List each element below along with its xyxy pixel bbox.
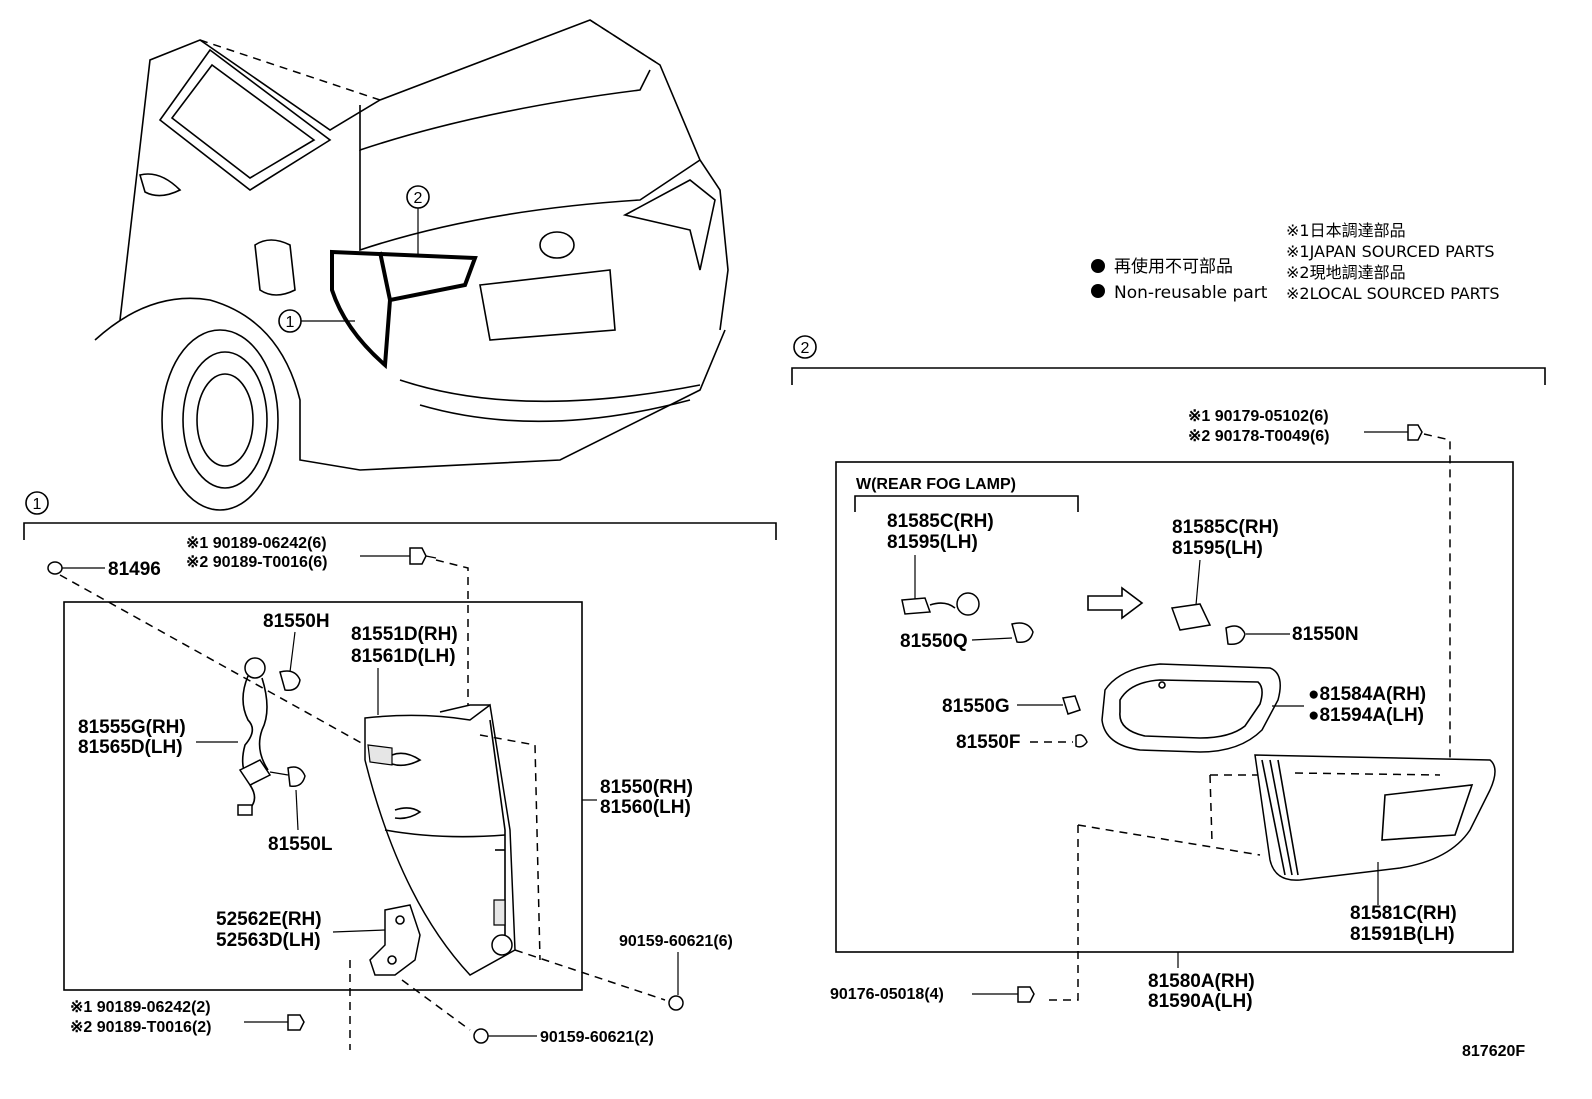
label-s1-top-screw-1: ※1 90189-06242(6) xyxy=(186,535,327,552)
callout-1-section-label: 1 xyxy=(33,496,42,513)
section-1-box xyxy=(63,601,583,991)
label-s1-top-screw-2: ※2 90189-T0016(6) xyxy=(186,554,328,571)
label-fog-title: W(REAR FOG LAMP) xyxy=(856,476,1016,493)
vehicle-illustration xyxy=(94,19,729,511)
figure-code: 817620F xyxy=(1462,1043,1525,1060)
label-81550F: 81550F xyxy=(956,732,1020,753)
label-90176: 90176-05018(4) xyxy=(830,986,944,1003)
callout-1-vehicle-label: 1 xyxy=(286,314,295,331)
arrow-icon xyxy=(1087,586,1144,620)
rear-combination-lamp xyxy=(364,703,516,976)
fog-socket-harness xyxy=(901,592,1034,644)
bulb-icon xyxy=(1075,734,1088,748)
fog-bracket xyxy=(854,495,1079,512)
label-81550RH: 81550(RH) xyxy=(600,777,693,798)
label-fog-81585C: 81585C(RH) xyxy=(887,511,994,532)
label-81555G: 81555G(RH) xyxy=(78,717,186,738)
label-s2-top-screw-1: ※1 90179-05102(6) xyxy=(1188,408,1329,425)
screw-icon xyxy=(1017,986,1035,1003)
label-81496: 81496 xyxy=(108,559,161,580)
label-81551D: 81551D(RH) xyxy=(351,624,458,645)
non-reusable-bullet-icon xyxy=(1091,284,1105,298)
label-81550L: 81550L xyxy=(268,834,333,855)
label-81561D: 81561D(LH) xyxy=(351,646,456,667)
label-s1-bot-screw-2: ※2 90189-T0016(2) xyxy=(70,1019,212,1036)
label-81590A: 81590A(LH) xyxy=(1148,991,1253,1012)
label-81565D: 81565D(LH) xyxy=(78,737,183,758)
nut-icon xyxy=(473,1028,489,1044)
label-81585C: 81585C(RH) xyxy=(1172,517,1279,538)
socket-icon xyxy=(1170,603,1212,631)
label-81595: 81595(LH) xyxy=(1172,538,1263,559)
label-s2-top-screw-2: ※2 90178-T0049(6) xyxy=(1188,428,1330,445)
label-fog-81550Q: 81550Q xyxy=(900,631,968,652)
legend-note1-en: ※1JAPAN SOURCED PARTS xyxy=(1286,242,1495,261)
wire-harness xyxy=(237,657,306,816)
screw-icon xyxy=(287,1014,305,1031)
legend-note2-en: ※2LOCAL SOURCED PARTS xyxy=(1286,284,1500,303)
label-81591B: 81591B(LH) xyxy=(1350,924,1455,945)
label-fog-81595: 81595(LH) xyxy=(887,532,978,553)
back-door-lamp xyxy=(1254,754,1496,881)
callout-2-section xyxy=(793,335,817,359)
label-52563D: 52563D(LH) xyxy=(216,930,321,951)
section-2-box xyxy=(835,461,1514,953)
label-81550G: 81550G xyxy=(942,696,1010,717)
grommet-81496 xyxy=(47,561,366,746)
lamp-bracket xyxy=(369,904,421,976)
legend-note1-jp: ※1日本調達部品 xyxy=(1286,221,1406,240)
socket-icon xyxy=(1062,695,1081,715)
legend-non-reusable-en: Non-reusable part xyxy=(1114,283,1268,303)
label-s1-bot-screw-1: ※1 90189-06242(2) xyxy=(70,999,211,1016)
callout-2-section-label: 2 xyxy=(801,340,810,357)
label-81584A: ●81584A(RH) xyxy=(1308,684,1426,705)
label-52562E: 52562E(RH) xyxy=(216,909,322,930)
section-1-bracket xyxy=(23,522,777,540)
non-reusable-bullet-icon xyxy=(1091,259,1105,273)
bulb-icon xyxy=(1225,625,1246,646)
label-81550N: 81550N xyxy=(1292,624,1359,645)
label-81550H: 81550H xyxy=(263,611,330,632)
label-81580A: 81580A(RH) xyxy=(1148,971,1255,992)
label-81581C: 81581C(RH) xyxy=(1350,903,1457,924)
nut-icon xyxy=(668,995,684,1011)
label-s1-nut-6: 90159-60621(6) xyxy=(619,933,733,950)
section-2-bracket xyxy=(791,367,1546,385)
bulb-icon xyxy=(279,670,301,692)
label-s1-nut-2: 90159-60621(2) xyxy=(540,1029,654,1046)
legend-non-reusable-jp: 再使用不可部品 xyxy=(1114,256,1233,277)
legend: 再使用不可部品 Non-reusable part ※1日本調達部品 ※1JAP… xyxy=(1091,221,1500,303)
screw-icon xyxy=(409,547,437,565)
label-81560LH: 81560(LH) xyxy=(600,797,691,818)
legend-note2-jp: ※2現地調達部品 xyxy=(1286,263,1406,282)
screw-icon xyxy=(1407,424,1423,441)
callout-2-vehicle-label: 2 xyxy=(414,190,423,207)
callout-1-section xyxy=(25,491,49,515)
label-81594A: ●81594A(LH) xyxy=(1308,705,1424,726)
lamp-gasket xyxy=(1101,663,1281,753)
